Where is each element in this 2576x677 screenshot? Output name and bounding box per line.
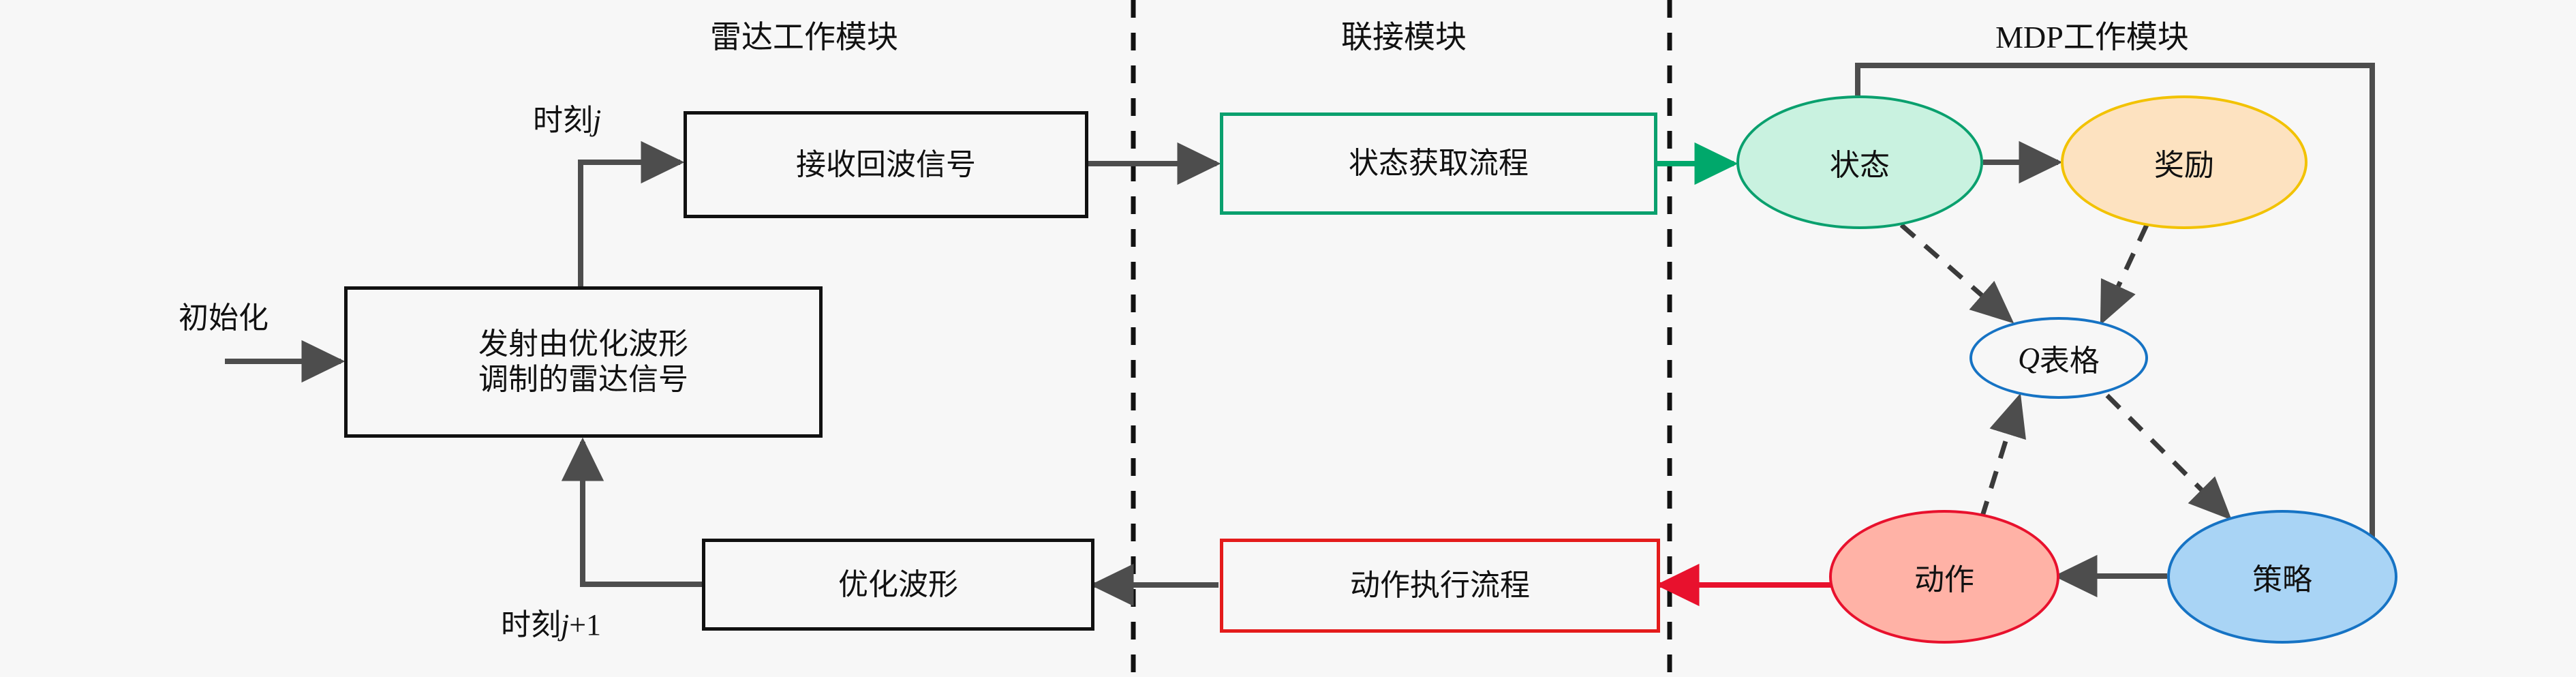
edge-optimized-to-transmit <box>561 437 702 587</box>
label-time-j: 时刻j <box>533 95 601 139</box>
edge-qtable-to-policy <box>2105 393 2232 520</box>
ellipse-action[interactable]: 动作 <box>1829 510 2059 644</box>
module-title-radar: 雷达工作模块 <box>710 20 898 55</box>
ellipse-state[interactable]: 状态 <box>1736 95 1983 229</box>
qtable-label-rest: 表格 <box>2039 344 2100 378</box>
box-transmit-line2: 调制的雷达信号 <box>478 363 688 396</box>
box-state-acquisition-process[interactable]: 状态获取流程 <box>1220 112 1657 215</box>
box-receive-echo[interactable]: 接收回波信号 <box>684 111 1088 218</box>
label-time-j-plus-1: 时刻j+1 <box>501 600 601 644</box>
label-time-j1-index: j <box>561 608 570 642</box>
edge-action-to-qtable <box>1979 393 2026 520</box>
module-title-connection: 联接模块 <box>1341 20 1467 55</box>
edge-reward-to-qtable <box>2100 224 2149 325</box>
label-time-j1-suffix: +1 <box>569 608 602 642</box>
box-optimized-waveform[interactable]: 优化波形 <box>702 539 1094 631</box>
edge-transmit-to-receive <box>578 140 685 286</box>
label-time-j-prefix: 时刻 <box>533 104 593 137</box>
qtable-q-symbol: Q <box>2018 341 2040 375</box>
label-initialization: 初始化 <box>179 301 269 335</box>
ellipse-reward[interactable]: 奖励 <box>2061 95 2307 229</box>
module-title-mdp: MDP工作模块 <box>1995 20 2189 55</box>
ellipse-policy[interactable]: 策略 <box>2167 510 2397 644</box>
label-time-j-index: j <box>593 104 602 137</box>
box-transmit-radar-signal[interactable]: 发射由优化波形 调制的雷达信号 <box>344 286 823 438</box>
box-transmit-line1: 发射由优化波形 <box>478 327 688 361</box>
box-action-execution-process[interactable]: 动作执行流程 <box>1220 539 1660 633</box>
edge-state-to-qtable <box>1899 223 2014 324</box>
label-time-j1-prefix: 时刻 <box>501 608 561 642</box>
